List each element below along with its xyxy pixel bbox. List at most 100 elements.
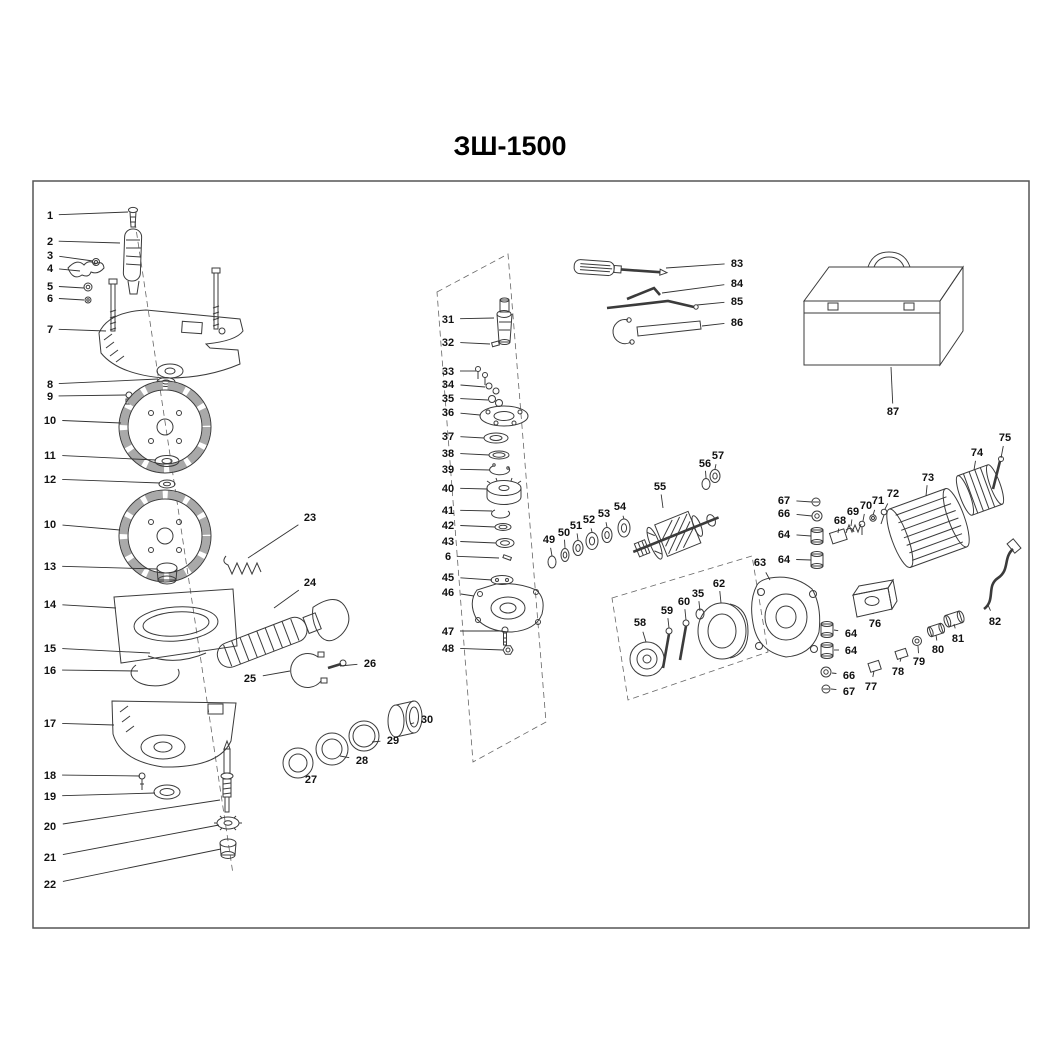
part-number-43: 43: [442, 536, 454, 548]
part-number-15: 15: [44, 643, 56, 655]
part-number-68: 68: [834, 515, 846, 527]
cup-28-drawing: [315, 732, 349, 766]
part-number-64: 64: [845, 628, 858, 640]
bearing-57-drawing: [709, 469, 721, 483]
washers-34-drawing: [485, 382, 500, 395]
ring-19-drawing: [153, 784, 181, 800]
part-number-7: 7: [47, 324, 53, 336]
part-number-34: 34: [442, 379, 455, 391]
leader-line-57: [714, 464, 717, 470]
part-number-70: 70: [860, 500, 872, 512]
retainer-16-drawing: [130, 664, 180, 687]
diagram-frame: [32, 180, 1030, 929]
leader-line-13: [62, 565, 158, 570]
leader-line-58: [642, 631, 647, 643]
carry-case-87-drawing: [803, 251, 964, 367]
part-number-25: 25: [244, 673, 256, 685]
part-number-5: 5: [47, 281, 53, 293]
spindle-20-drawing: [220, 739, 234, 813]
screw-47-drawing: [501, 626, 509, 646]
leader-line-77: [872, 670, 875, 678]
part-number-77: 77: [865, 681, 877, 693]
leader-line-1: [58, 211, 129, 216]
part-number-67: 67: [778, 495, 790, 507]
leader-line-29: [371, 740, 381, 743]
leader-line-68: [837, 528, 840, 534]
part-number-74: 74: [971, 447, 984, 459]
side-handle-24-drawing: [216, 598, 350, 668]
leader-line-11: [62, 455, 157, 461]
callout-layer: 1234567891011121013141516171819202122232…: [44, 210, 1011, 891]
part-number-28: 28: [356, 755, 368, 767]
leader-line-71: [872, 509, 876, 516]
leader-line-79: [917, 645, 919, 654]
base-housing-14-drawing: [113, 588, 238, 664]
part-number-55: 55: [654, 481, 666, 493]
leader-line-80: [935, 634, 938, 641]
part-77-drawing: [867, 659, 882, 673]
clamp-nut-13-drawing: [156, 562, 178, 585]
power-cord-82-drawing: [983, 538, 1022, 611]
part-number-6: 6: [445, 551, 451, 563]
rear-cover-74-drawing: [955, 464, 1005, 516]
spindle-31-drawing: [496, 297, 513, 345]
nut-5-drawing: [83, 282, 93, 292]
washer-66b-drawing: [820, 666, 832, 678]
leader-line-9: [58, 394, 127, 397]
spacer-11-drawing: [154, 455, 180, 467]
part-number-14: 14: [44, 599, 57, 611]
cutting-head-assembly-drawing: [67, 206, 244, 875]
leader-line-43: [460, 541, 497, 544]
leader-line-46: [460, 593, 475, 597]
part-number-9: 9: [47, 391, 53, 403]
leader-line-34: [460, 384, 486, 388]
part-number-42: 42: [442, 520, 454, 532]
leader-line-52: [590, 528, 593, 533]
part-number-27: 27: [305, 774, 317, 786]
leader-line-17: [62, 722, 115, 726]
bearing-housing-46-drawing: [471, 583, 544, 633]
screw-1-drawing: [128, 206, 138, 228]
part-number-32: 32: [442, 337, 454, 349]
leader-line-42: [460, 525, 496, 528]
part-number-64: 64: [778, 554, 791, 566]
part-number-64: 64: [778, 529, 791, 541]
part-number-47: 47: [442, 626, 454, 638]
leader-line-41: [460, 509, 493, 512]
leader-line-72: [884, 503, 889, 510]
part-number-60: 60: [678, 596, 690, 608]
leader-line-45: [460, 577, 493, 581]
part-number-83: 83: [731, 258, 743, 270]
part-number-21: 21: [44, 852, 56, 864]
part-number-13: 13: [44, 561, 56, 573]
leader-line-38: [460, 453, 490, 456]
part-number-66: 66: [778, 508, 790, 520]
part-number-18: 18: [44, 770, 56, 782]
motor-housing-73-drawing: [886, 487, 970, 569]
part-number-16: 16: [44, 665, 56, 677]
part-number-10: 10: [44, 415, 56, 427]
part-number-87: 87: [887, 406, 899, 418]
leader-line-20: [62, 799, 221, 825]
stator-62-drawing: [697, 602, 749, 660]
part-number-52: 52: [583, 514, 595, 526]
leader-line-78: [899, 657, 902, 662]
part-number-31: 31: [442, 314, 454, 326]
leader-line-7: [58, 328, 107, 332]
leader-line-10: [62, 420, 122, 424]
leader-line-67: [796, 500, 813, 503]
blade-guard-7-drawing: [98, 309, 244, 379]
part-number-12: 12: [44, 474, 56, 486]
washer-56-drawing: [701, 478, 711, 490]
part-number-78: 78: [892, 666, 904, 678]
part-number-63: 63: [754, 557, 766, 569]
part-number-59: 59: [661, 605, 673, 617]
leader-line-35: [698, 601, 701, 612]
part-number-2: 2: [47, 236, 53, 248]
part-number-82: 82: [989, 616, 1001, 628]
leader-line-21: [62, 824, 220, 856]
part-number-35: 35: [442, 393, 454, 405]
leader-line-86: [701, 322, 725, 327]
leader-line-85: [696, 301, 725, 306]
leader-line-81: [953, 623, 956, 629]
